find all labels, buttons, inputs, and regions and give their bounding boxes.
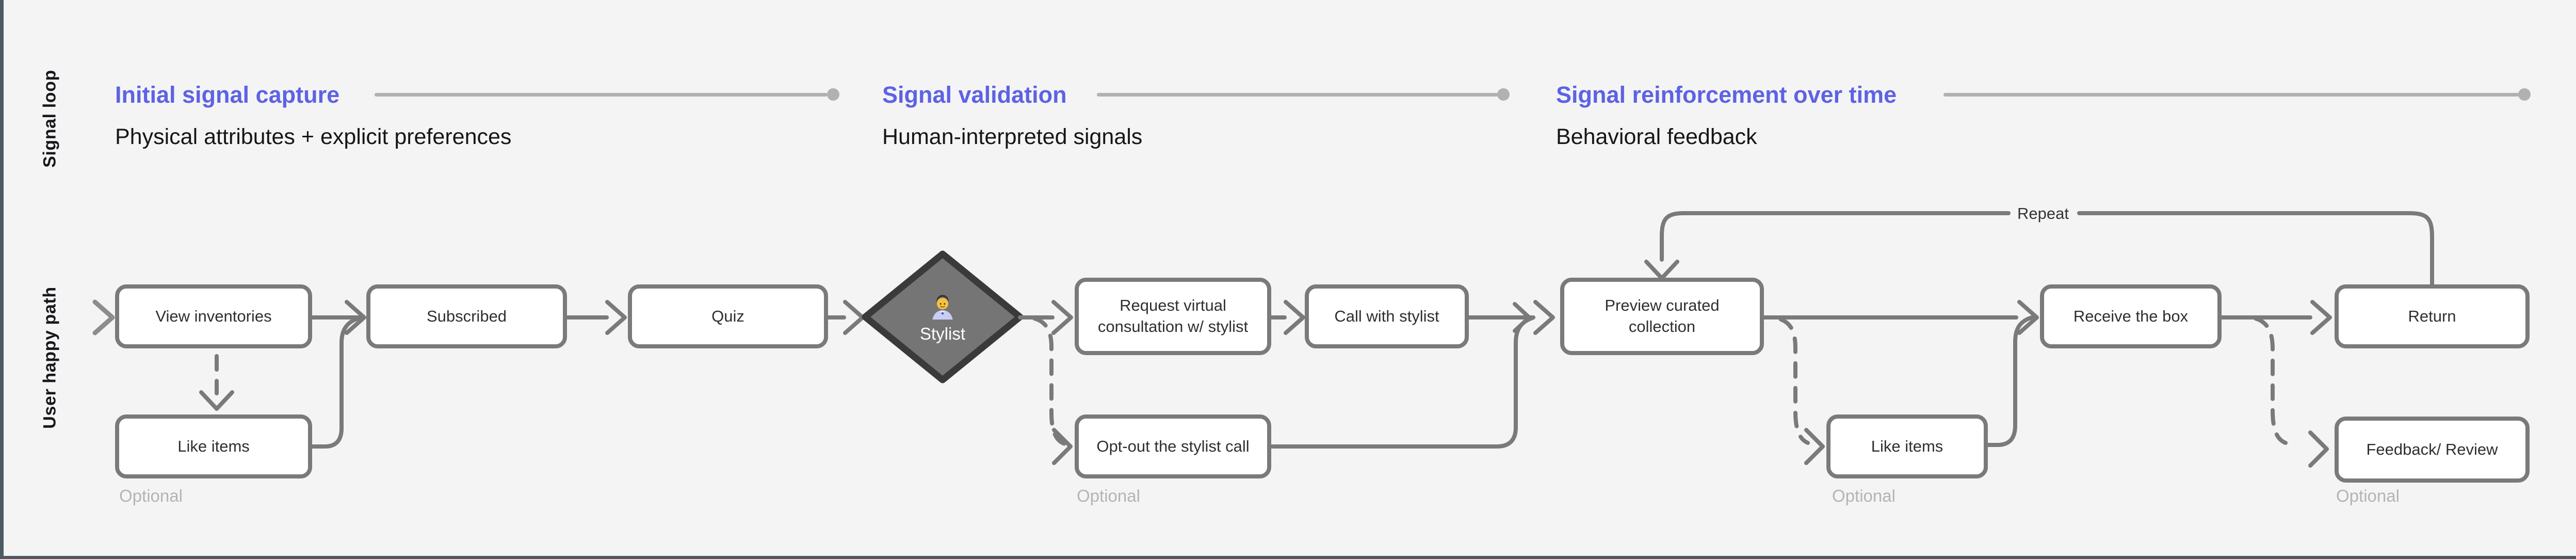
node-stylist[interactable]: Stylist bbox=[920, 292, 965, 344]
phase-dot-1 bbox=[827, 88, 839, 101]
optional-caption-3: Optional bbox=[1832, 486, 1895, 505]
diagram-canvas bbox=[4, 0, 2576, 556]
phase-title-2: Signal validation bbox=[882, 82, 1067, 108]
node-label: Return bbox=[2408, 307, 2456, 325]
phase-dot-3 bbox=[2518, 88, 2531, 101]
phase-line-3 bbox=[1943, 93, 2519, 97]
phase-dot-2 bbox=[1497, 88, 1510, 101]
node-receive-box[interactable]: Receive the box bbox=[2040, 284, 2222, 348]
node-request-consultation[interactable]: Request virtual consultation w/ stylist bbox=[1075, 278, 1271, 355]
person-icon bbox=[928, 292, 958, 322]
repeat-label: Repeat bbox=[2017, 204, 2069, 222]
optional-caption-1: Optional bbox=[119, 486, 183, 505]
node-subscribed[interactable]: Subscribed bbox=[366, 284, 567, 348]
node-label: Call with stylist bbox=[1334, 307, 1439, 325]
node-label: Quiz bbox=[711, 307, 744, 325]
lane-label-signal-loop: Signal loop bbox=[40, 70, 60, 168]
node-label: Stylist bbox=[919, 324, 966, 343]
node-label: Feedback/ Review bbox=[2366, 440, 2498, 458]
node-return[interactable]: Return bbox=[2335, 284, 2530, 348]
node-label: Request virtual consultation w/ stylist bbox=[1097, 296, 1249, 336]
phase-title-1: Initial signal capture bbox=[115, 82, 340, 108]
node-like-items-2[interactable]: Like items bbox=[1826, 414, 1988, 478]
node-feedback-review[interactable]: Feedback/ Review bbox=[2335, 417, 2530, 483]
node-label: Like items bbox=[1871, 437, 1943, 455]
lane-label-user-happy-path: User happy path bbox=[40, 286, 60, 429]
node-label: View inventories bbox=[155, 307, 272, 325]
phase-line-1 bbox=[375, 93, 828, 97]
optional-caption-2: Optional bbox=[1077, 486, 1140, 505]
node-like-items-1[interactable]: Like items bbox=[115, 414, 312, 478]
phase-subtitle-1: Physical attributes + explicit preferenc… bbox=[115, 124, 512, 149]
phase-subtitle-2: Human-interpreted signals bbox=[882, 124, 1143, 149]
phase-subtitle-3: Behavioral feedback bbox=[1556, 124, 1757, 149]
node-label: Subscribed bbox=[426, 307, 507, 325]
node-label: Like items bbox=[177, 437, 250, 455]
node-label: Preview curated collection bbox=[1605, 296, 1720, 336]
phase-line-2 bbox=[1097, 93, 1498, 97]
phase-title-3: Signal reinforcement over time bbox=[1556, 82, 1897, 108]
node-label: Opt-out the stylist call bbox=[1096, 437, 1250, 455]
optional-caption-4: Optional bbox=[2336, 486, 2400, 505]
node-quiz[interactable]: Quiz bbox=[628, 284, 828, 348]
node-opt-out-call[interactable]: Opt-out the stylist call bbox=[1075, 414, 1271, 478]
node-preview-collection[interactable]: Preview curated collection bbox=[1560, 278, 1764, 355]
node-call-with-stylist[interactable]: Call with stylist bbox=[1305, 284, 1469, 348]
node-view-inventories[interactable]: View inventories bbox=[115, 284, 312, 348]
node-label: Receive the box bbox=[2073, 307, 2189, 325]
